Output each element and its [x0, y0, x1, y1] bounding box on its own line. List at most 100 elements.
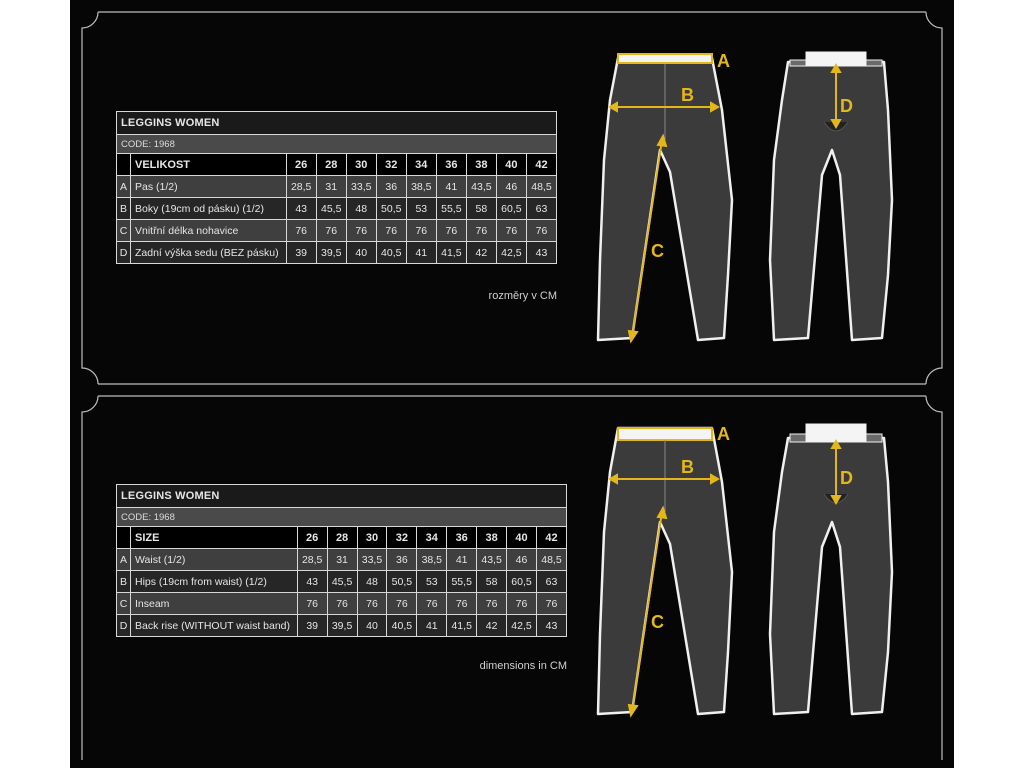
row-label: Boky (19cm od pásku) (1/2) — [130, 197, 287, 220]
panel-czech: LEGGINS WOMEN CODE: 1968 VELIKOST 26 28 … — [70, 0, 954, 384]
cell: 40 — [356, 614, 388, 637]
header-blank — [116, 153, 131, 176]
table-row: A Pas (1/2) 28,5 31 33,5 36 38,5 41 43,5… — [116, 175, 558, 198]
cell: 76 — [345, 219, 377, 242]
cell: 41 — [435, 175, 467, 198]
cell: 76 — [375, 219, 407, 242]
cell: 60,5 — [495, 197, 527, 220]
measure-label-c: C — [651, 241, 664, 261]
product-code: CODE: 1968 — [116, 134, 557, 154]
cell: 76 — [446, 592, 478, 615]
cell: 76 — [416, 592, 448, 615]
cell: 45,5 — [315, 197, 347, 220]
measure-label-d: D — [840, 468, 853, 488]
cell: 43 — [525, 241, 558, 264]
table-row: B Boky (19cm od pásku) (1/2) 43 45,5 48 … — [116, 197, 558, 220]
back-strap-left — [789, 59, 807, 67]
cell: 36 — [375, 175, 407, 198]
cell: 36 — [386, 548, 418, 571]
row-letter: B — [116, 197, 131, 220]
size-header: 28 — [326, 526, 358, 549]
leggings-back-outline — [768, 436, 894, 716]
size-header: 30 — [345, 153, 377, 176]
decorative-frame — [81, 11, 943, 760]
cell: 76 — [535, 592, 568, 615]
cell: 41,5 — [446, 614, 478, 637]
cell: 46 — [495, 175, 527, 198]
measure-label-d: D — [840, 96, 853, 116]
measure-label-a: A — [717, 424, 730, 444]
cell: 42 — [476, 614, 508, 637]
cell: 40,5 — [375, 241, 407, 264]
back-strap-right — [865, 59, 883, 67]
cell: 76 — [525, 219, 558, 242]
cell: 39,5 — [315, 241, 347, 264]
cell: 39 — [296, 614, 328, 637]
cell: 58 — [476, 570, 508, 593]
cell: 55,5 — [446, 570, 478, 593]
cell: 43,5 — [476, 548, 508, 571]
size-header: 34 — [405, 153, 437, 176]
cell: 55,5 — [435, 197, 467, 220]
row-label: Pas (1/2) — [130, 175, 287, 198]
table-row: B Hips (19cm from waist) (1/2) 43 45,5 4… — [116, 570, 568, 593]
cell: 42,5 — [506, 614, 537, 637]
cell: 76 — [435, 219, 467, 242]
measure-label-b: B — [681, 85, 694, 105]
table-body: A Waist (1/2) 28,5 31 33,5 36 38,5 41 43… — [116, 548, 568, 637]
measure-label-c: C — [651, 612, 664, 632]
measure-lines — [607, 438, 842, 718]
table-row: D Back rise (WITHOUT waist band) 39 39,5… — [116, 614, 568, 637]
size-header: 40 — [506, 526, 537, 549]
cell: 76 — [296, 592, 328, 615]
size-header-label: VELIKOST — [130, 153, 287, 176]
size-header: 36 — [435, 153, 467, 176]
cell: 28,5 — [285, 175, 317, 198]
cell: 41 — [446, 548, 478, 571]
measure-lines — [607, 62, 842, 344]
table-row: C Vnitřní délka nohavice 76 76 76 76 76 … — [116, 219, 558, 242]
cell: 48,5 — [525, 175, 558, 198]
measure-label-b: B — [681, 457, 694, 477]
product-code: CODE: 1968 — [116, 507, 567, 527]
size-header: 36 — [446, 526, 478, 549]
cell: 41 — [416, 614, 448, 637]
cell: 76 — [495, 219, 527, 242]
cell: 42,5 — [495, 241, 527, 264]
cell: 53 — [405, 197, 437, 220]
unit-note: dimensions in CM — [479, 660, 567, 672]
size-chart-board: LEGGINS WOMEN CODE: 1968 VELIKOST 26 28 … — [70, 0, 954, 768]
cell: 76 — [386, 592, 418, 615]
cell: 76 — [356, 592, 388, 615]
table-title: LEGGINS WOMEN — [116, 111, 557, 135]
back-strap-right — [865, 433, 883, 443]
size-header: 42 — [535, 526, 568, 549]
waistband-front — [617, 427, 713, 441]
table-row: A Waist (1/2) 28,5 31 33,5 36 38,5 41 43… — [116, 548, 568, 571]
row-label: Vnitřní délka nohavice — [130, 219, 287, 242]
leggings-diagram: A B C D — [596, 51, 894, 344]
cell: 43 — [535, 614, 568, 637]
row-label: Waist (1/2) — [130, 548, 298, 571]
cell: 63 — [535, 570, 568, 593]
cell: 76 — [506, 592, 537, 615]
cell: 41 — [405, 241, 437, 264]
measure-label-a: A — [717, 51, 730, 71]
table-row: D Zadní výška sedu (BEZ pásku) 39 39,5 4… — [116, 241, 558, 264]
table-row: C Inseam 76 76 76 76 76 76 76 76 76 — [116, 592, 568, 615]
leggings-front-outline — [596, 56, 734, 342]
row-letter: A — [116, 548, 131, 571]
row-label: Hips (19cm from waist) (1/2) — [130, 570, 298, 593]
cell: 39 — [285, 241, 317, 264]
size-header: 32 — [386, 526, 418, 549]
table-body: A Pas (1/2) 28,5 31 33,5 36 38,5 41 43,5… — [116, 175, 558, 264]
row-letter: D — [116, 614, 131, 637]
cell: 45,5 — [326, 570, 358, 593]
cell: 63 — [525, 197, 558, 220]
row-letter: B — [116, 570, 131, 593]
row-letter: C — [116, 219, 131, 242]
unit-note: rozměry v CM — [488, 290, 557, 302]
waistband-front — [617, 53, 713, 64]
cell: 40 — [345, 241, 377, 264]
back-strap-left — [789, 433, 807, 443]
